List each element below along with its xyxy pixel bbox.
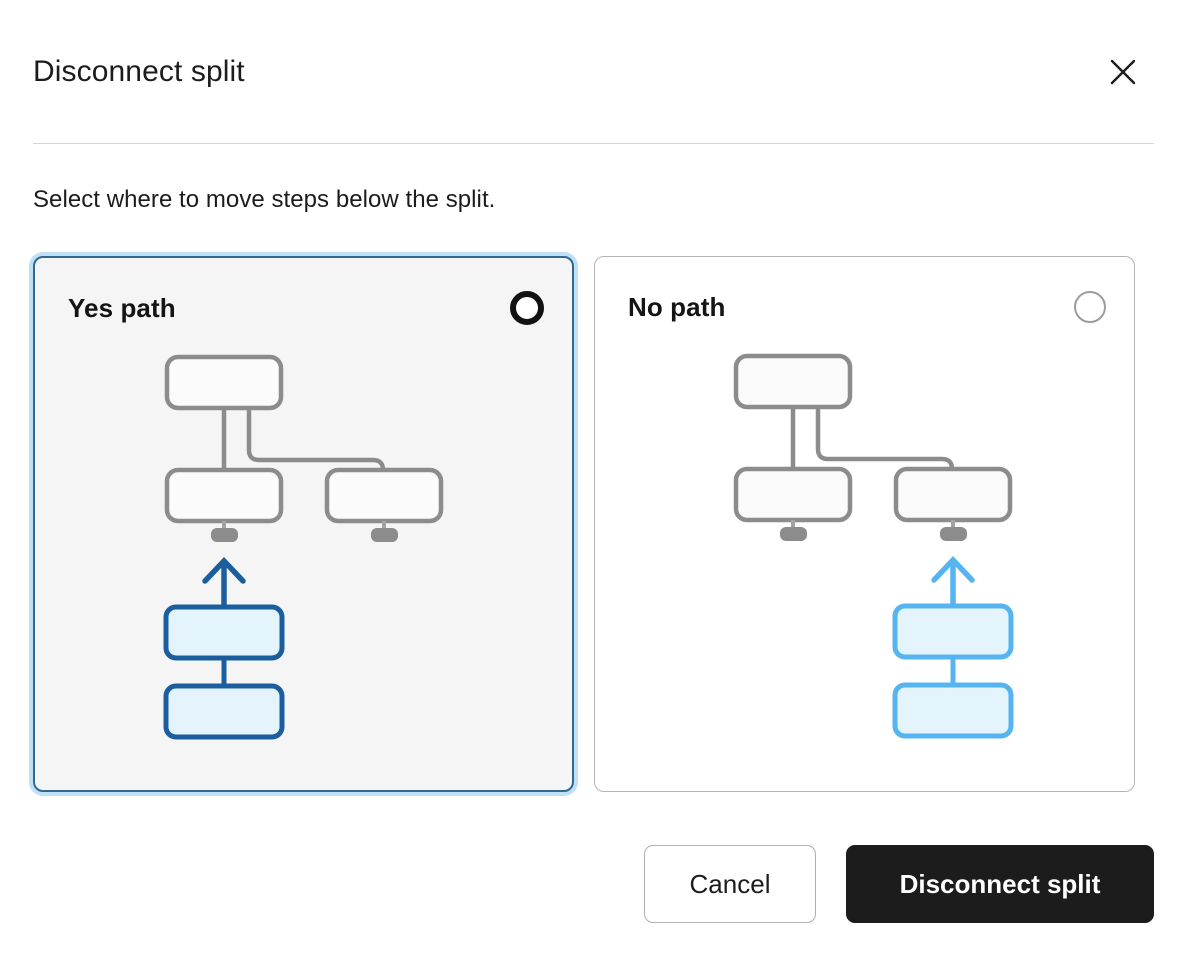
dialog-footer: Cancel Disconnect split (33, 845, 1154, 925)
existing-step-box (893, 466, 1013, 523)
dialog-header: Disconnect split (33, 40, 1154, 104)
moved-step-box (892, 682, 1014, 739)
existing-step-box (733, 353, 853, 410)
dialog-subtitle: Select where to move steps below the spl… (33, 186, 496, 213)
moved-step-box (163, 683, 285, 740)
option-label-yes-path: Yes path (68, 292, 176, 323)
diagram-no-path (595, 329, 1134, 789)
disconnect-split-button[interactable]: Disconnect split (846, 845, 1154, 923)
close-button[interactable] (1102, 51, 1144, 93)
connector-endpoint (780, 527, 807, 541)
option-card-no-path[interactable]: No path (594, 256, 1135, 792)
close-icon (1108, 57, 1138, 87)
existing-step-box (164, 467, 284, 524)
radio-no-path[interactable] (1074, 291, 1106, 323)
option-card-yes-path[interactable]: Yes path (33, 256, 574, 792)
option-card-header: Yes path (68, 286, 544, 330)
existing-step-box (733, 466, 853, 523)
connector-endpoint (211, 528, 238, 542)
moved-step-box (163, 604, 285, 661)
cancel-button[interactable]: Cancel (644, 845, 816, 923)
radio-yes-path[interactable] (510, 291, 544, 325)
path-options-group: Yes path (33, 256, 1154, 796)
option-card-header: No path (628, 285, 1106, 329)
option-label-no-path: No path (628, 291, 726, 322)
diagram-yes-path (35, 330, 572, 790)
header-divider (33, 143, 1154, 144)
existing-step-box (324, 467, 444, 524)
page-title: Disconnect split (33, 55, 245, 88)
connector-endpoint (371, 528, 398, 542)
connector-endpoint (940, 527, 967, 541)
moved-step-box (892, 603, 1014, 660)
existing-step-box (164, 354, 284, 411)
